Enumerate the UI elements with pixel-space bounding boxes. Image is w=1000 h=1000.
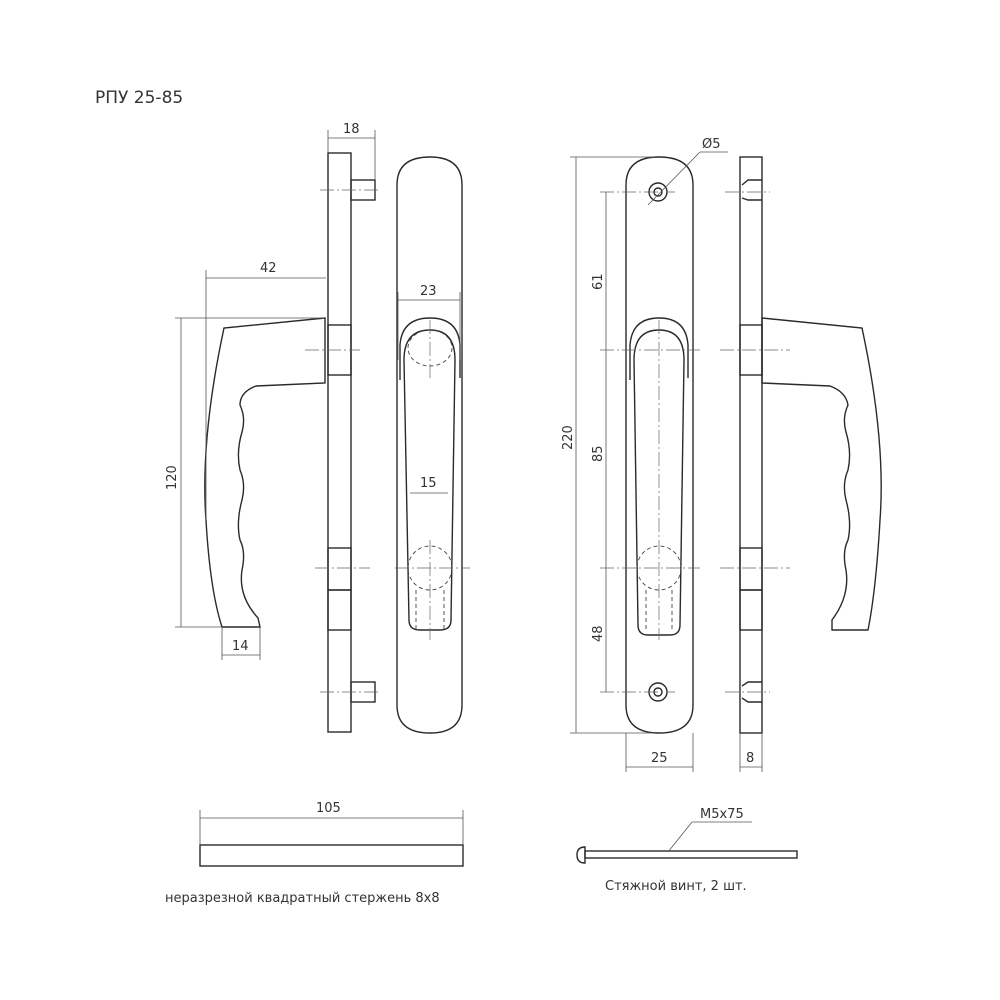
base-plate xyxy=(327,152,352,733)
dim-120: 120 xyxy=(165,465,180,490)
back-view: 220 61 85 48 Ø5 25 xyxy=(561,137,728,772)
screw: M5x75 Стяжной винт, 2 шт. xyxy=(576,807,798,894)
dim-23: 23 xyxy=(420,284,437,299)
dim-105: 105 xyxy=(316,801,341,816)
drawing-title: РПУ 25-85 xyxy=(95,88,183,108)
handle-profile xyxy=(204,317,326,628)
square-rod: 105 неразрезной квадратный стержень 8x8 xyxy=(165,801,464,906)
dim-85: 85 xyxy=(591,445,606,462)
dim-screw: M5x75 xyxy=(700,807,744,822)
front-view: 23 15 xyxy=(395,156,470,734)
rod-caption: неразрезной квадратный стержень 8x8 xyxy=(165,891,440,906)
dim-220: 220 xyxy=(561,425,576,450)
dim-8: 8 xyxy=(746,751,754,766)
dim-48: 48 xyxy=(591,625,606,642)
dim-15: 15 xyxy=(420,476,437,491)
dim-42: 42 xyxy=(260,261,277,276)
side-view-right: 8 xyxy=(720,156,882,772)
screw-caption: Стяжной винт, 2 шт. xyxy=(605,879,747,894)
dim-14: 14 xyxy=(232,639,249,654)
dim-25: 25 xyxy=(651,751,668,766)
side-view-left: 18 42 120 14 xyxy=(165,122,378,733)
dim-18: 18 xyxy=(343,122,360,137)
dim-hole-diameter: Ø5 xyxy=(702,137,721,152)
dim-61: 61 xyxy=(591,273,606,290)
